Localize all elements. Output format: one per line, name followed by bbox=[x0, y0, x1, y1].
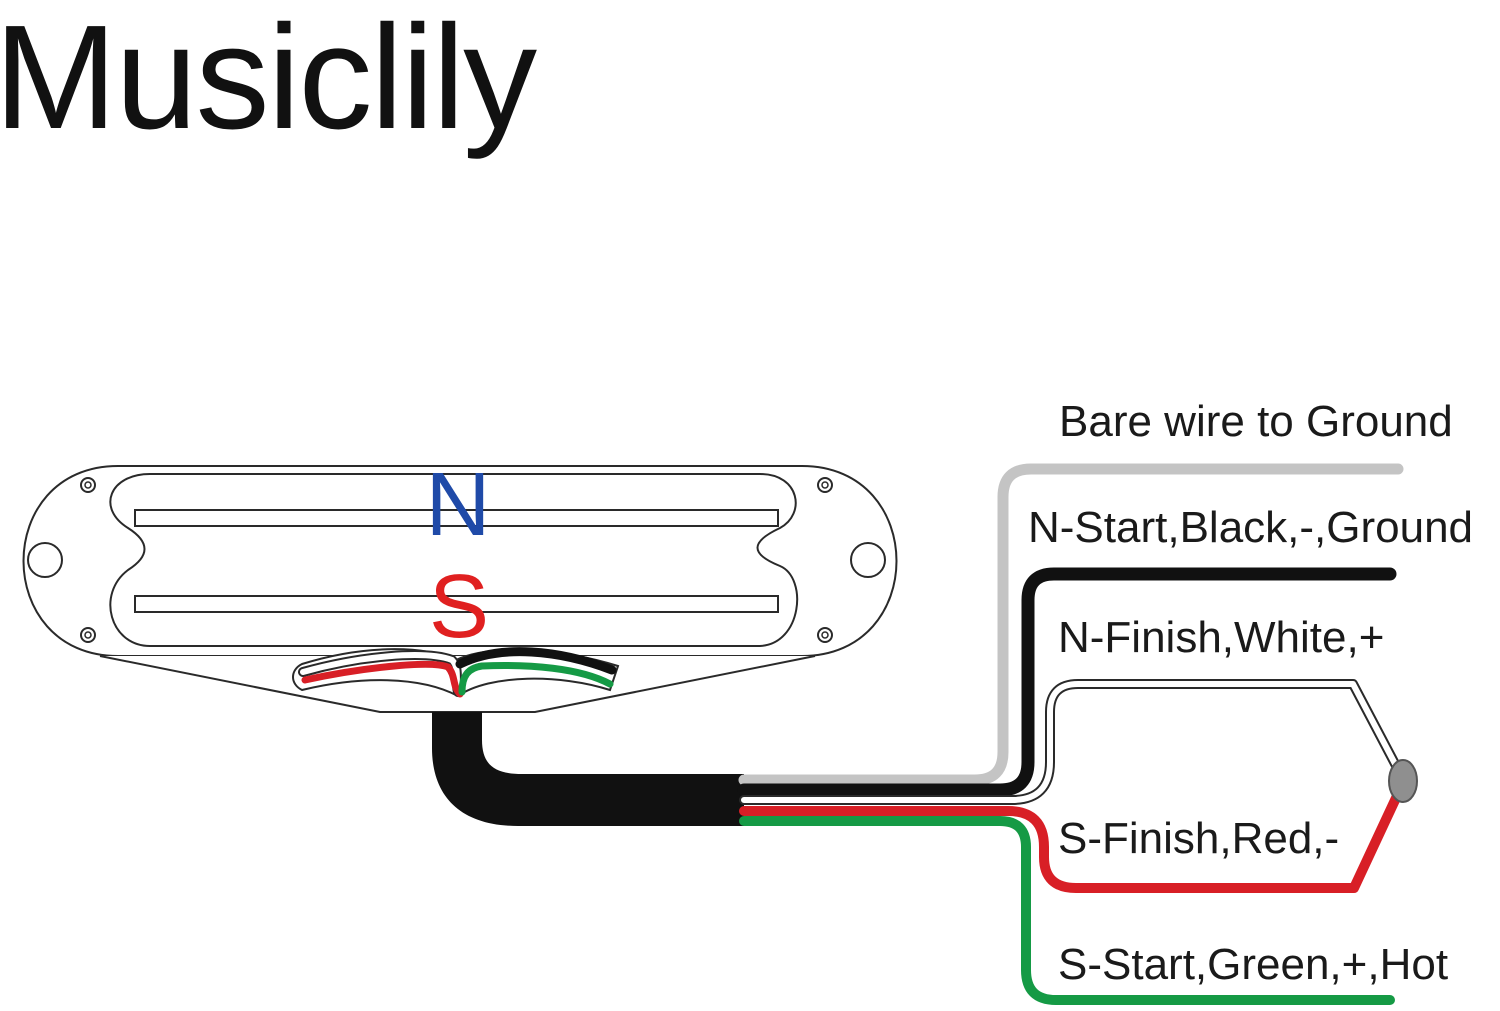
wire-n-start bbox=[737, 567, 1397, 797]
label-bare-wire: Bare wire to Ground bbox=[1059, 397, 1453, 446]
south-pole-label: S bbox=[429, 557, 489, 657]
solder-joint bbox=[1388, 759, 1418, 803]
brand-title: Musiclily bbox=[0, 0, 537, 160]
internal-lead-green bbox=[458, 662, 614, 696]
mounting-hole-left bbox=[27, 542, 63, 578]
internal-lead-black bbox=[455, 647, 617, 675]
north-pole-label: N bbox=[426, 455, 491, 555]
label-n-finish: N-Finish,White,+ bbox=[1058, 613, 1384, 662]
south-blade bbox=[134, 595, 779, 613]
corner-screw bbox=[817, 627, 833, 643]
wire-bare bbox=[738, 463, 1404, 786]
mounting-hole-right bbox=[850, 542, 886, 578]
corner-screw bbox=[80, 627, 96, 643]
label-s-finish: S-Finish,Red,- bbox=[1058, 814, 1339, 863]
wire-s-start bbox=[739, 816, 1395, 1005]
corner-screw bbox=[817, 477, 833, 493]
internal-lead-red bbox=[301, 660, 464, 698]
corner-screw bbox=[80, 477, 96, 493]
north-blade bbox=[134, 509, 779, 527]
wire-s-finish bbox=[739, 778, 1408, 893]
label-s-start: S-Start,Green,+,Hot bbox=[1058, 940, 1448, 989]
cable-jacket bbox=[432, 712, 744, 826]
label-n-start: N-Start,Black,-,Ground bbox=[1028, 503, 1473, 552]
